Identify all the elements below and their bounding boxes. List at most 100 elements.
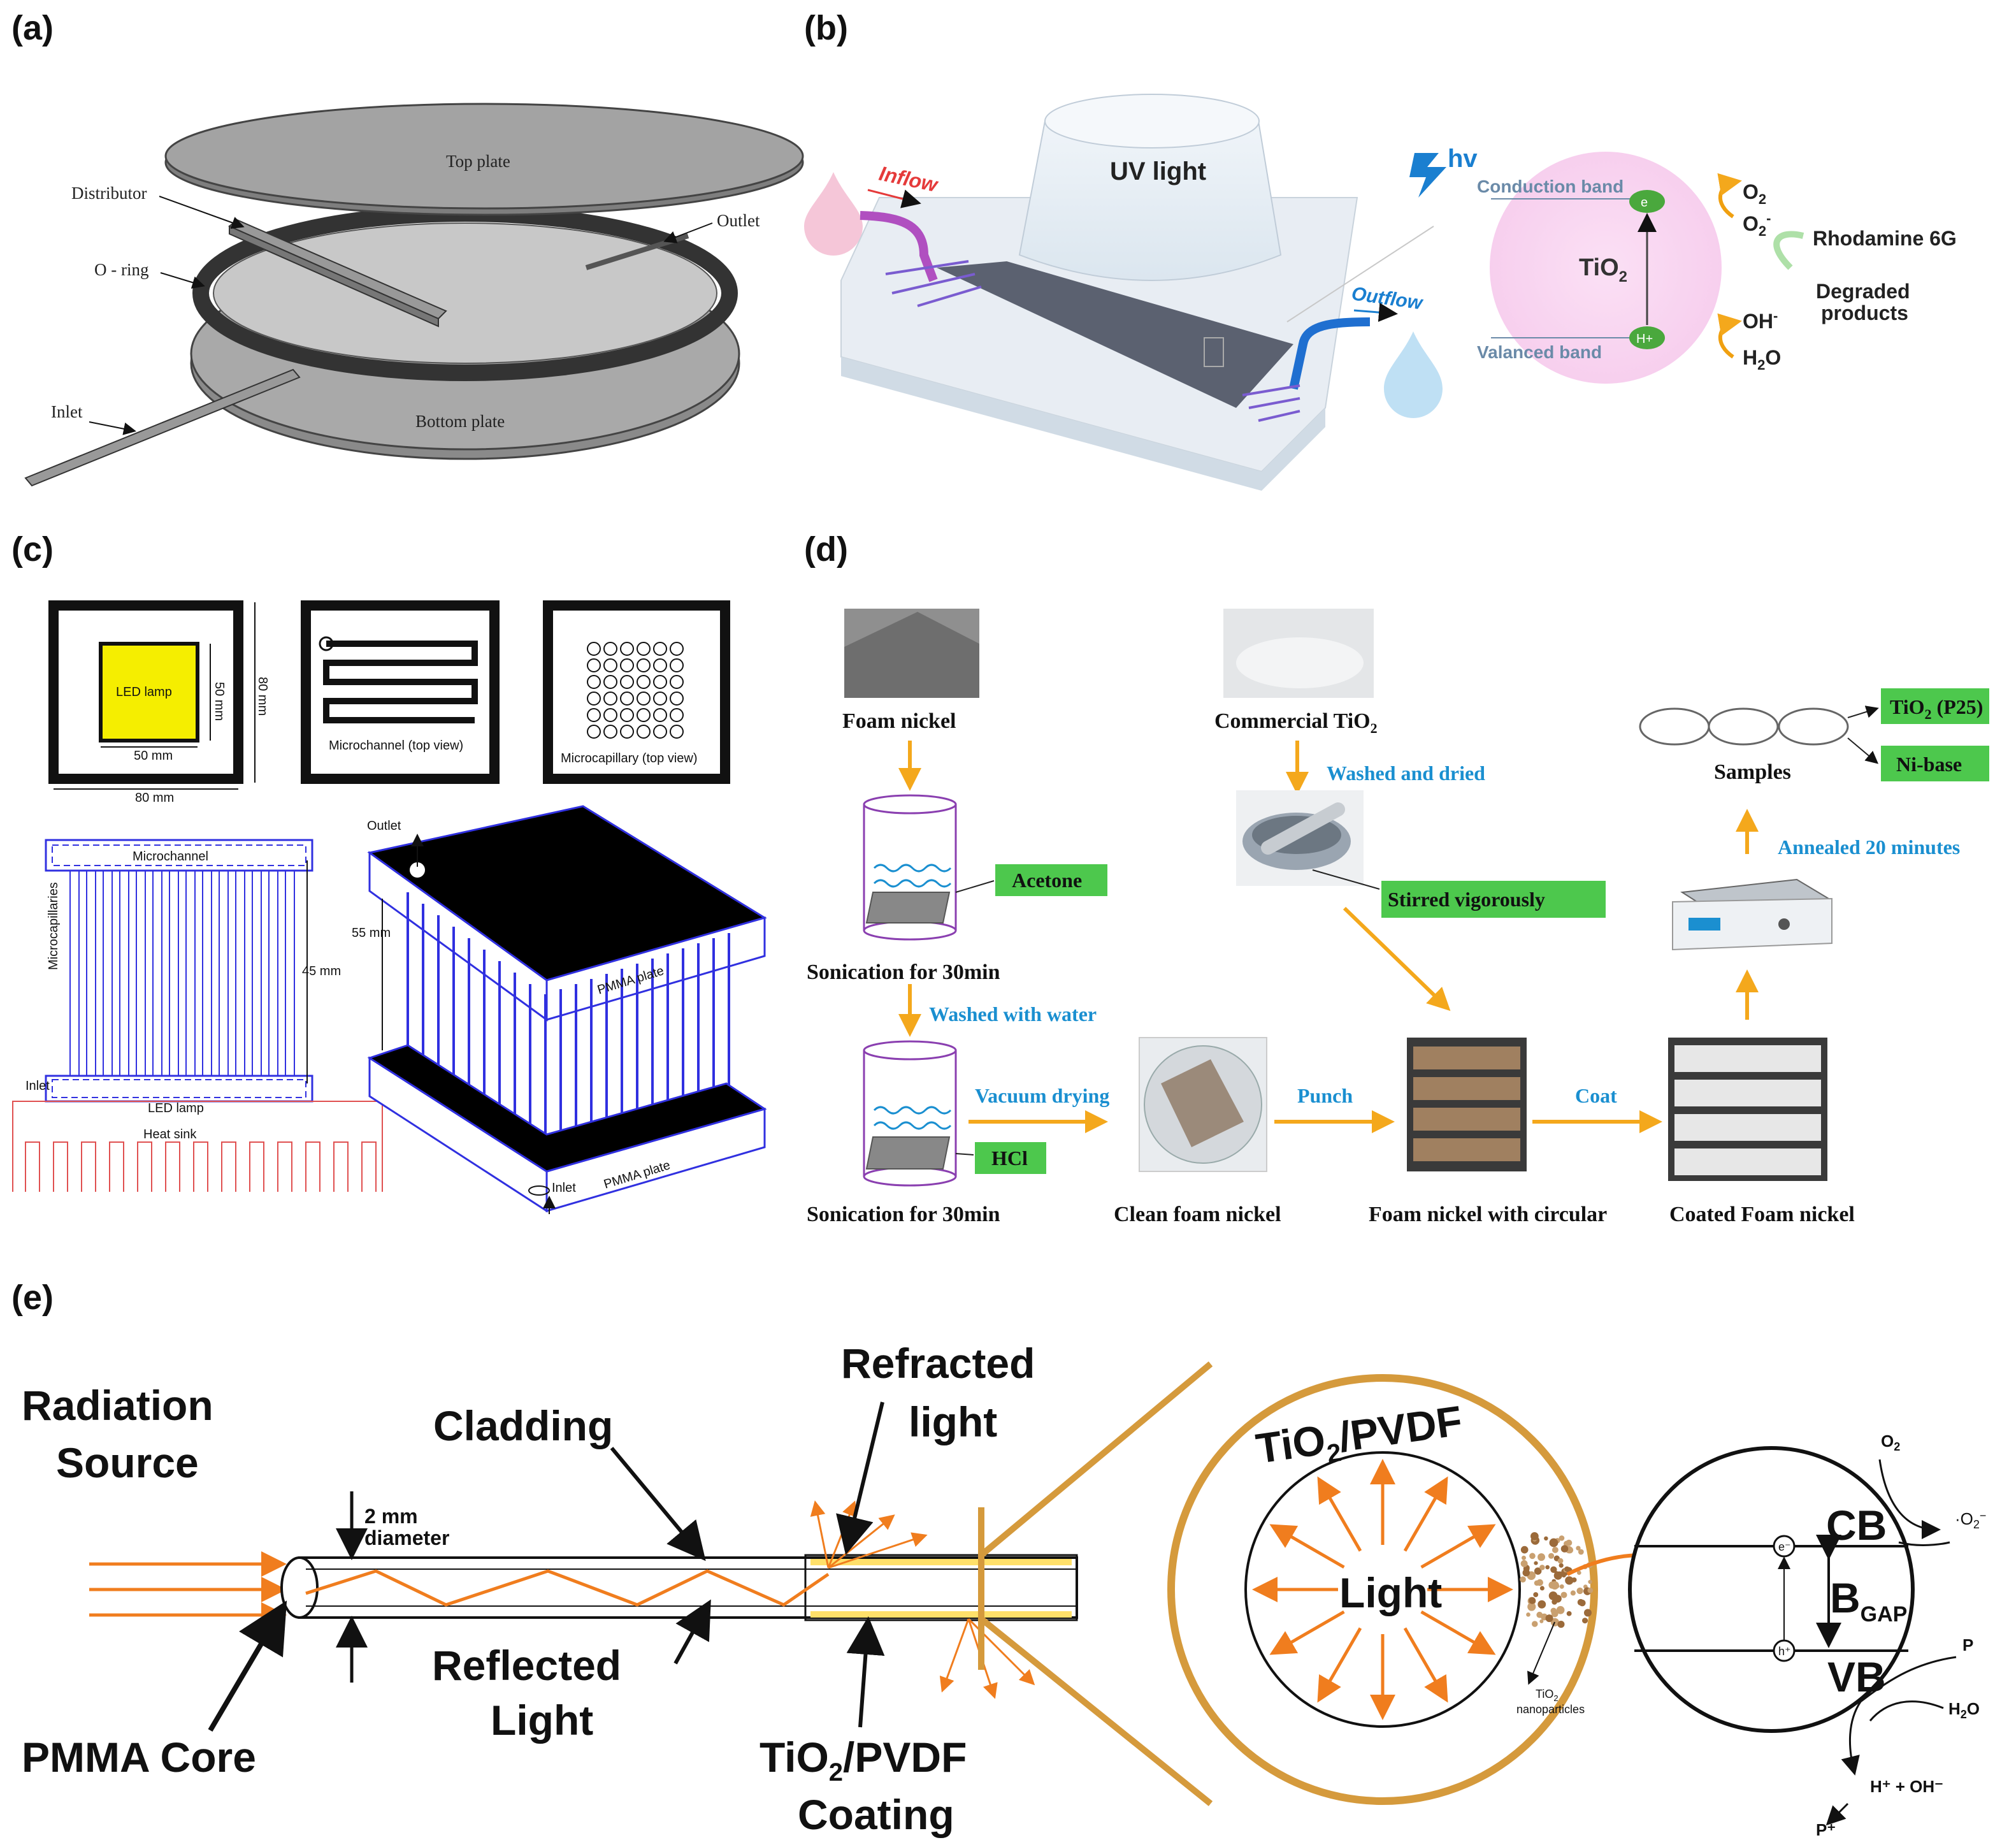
beaker-hcl bbox=[863, 1040, 957, 1187]
mortar-pestle bbox=[1236, 790, 1364, 886]
electron-label-e: e⁻ bbox=[1778, 1540, 1791, 1553]
inlet-tube bbox=[860, 211, 938, 282]
beaker-acetone bbox=[863, 794, 957, 941]
label-reflected-1: Reflected bbox=[432, 1642, 621, 1689]
degradation-arc bbox=[1773, 231, 1804, 270]
label-inflow: Inflow bbox=[877, 162, 941, 197]
capillary-grid bbox=[587, 642, 684, 739]
label-diameter-2: diameter bbox=[364, 1526, 449, 1549]
inlet-pipe bbox=[24, 368, 301, 487]
label-hcl: HCl bbox=[991, 1147, 1028, 1170]
label-h2o-b: H2O bbox=[1743, 346, 1781, 373]
panel-e: (e) Radiation Source bbox=[11, 1278, 1986, 1839]
label-top-plate: Top plate bbox=[446, 152, 510, 171]
label-washed-dried: Washed and dried bbox=[1327, 762, 1485, 785]
panel-e-letter: (e) bbox=[11, 1278, 54, 1317]
zoom-line-top bbox=[979, 1361, 1213, 1558]
label-led-lamp-2: LED lamp bbox=[148, 1101, 204, 1115]
label-o2-b: O2 bbox=[1743, 180, 1766, 207]
outflow-droplet bbox=[1384, 331, 1443, 418]
dim-80-vertical: 80 mm bbox=[256, 677, 270, 716]
label-reflected-2: Light bbox=[491, 1697, 593, 1744]
tio2-coating-segment bbox=[804, 1554, 1078, 1621]
label-microcapillary-top: Microcapillary (top view) bbox=[561, 751, 698, 765]
electron-dot bbox=[1629, 190, 1665, 213]
microchannel-top-frame bbox=[301, 600, 500, 784]
label-microchannel-top: Microchannel (top view) bbox=[329, 739, 463, 753]
label-outlet: Outlet bbox=[717, 211, 760, 230]
panel-d: (d) Foam nickel Acetone Sonication for 3… bbox=[804, 530, 1989, 1226]
oxidation-arrow-e bbox=[1841, 1656, 1957, 1776]
led-lamp-frame bbox=[48, 600, 243, 784]
label-pmma-core: PMMA Core bbox=[22, 1734, 256, 1781]
panel-a: (a) Top plate Distributor Outlet O - rin… bbox=[11, 9, 804, 487]
label-samples: Samples bbox=[1714, 760, 1791, 784]
label-sonication-1: Sonication for 30min bbox=[807, 960, 1000, 984]
label-oh-b: OH- bbox=[1743, 308, 1778, 333]
label-o-ring: O - ring bbox=[94, 260, 148, 279]
label-o2-e: O2 bbox=[1881, 1431, 1900, 1453]
label-vacuum-drying: Vacuum drying bbox=[975, 1084, 1109, 1107]
label-microchannel: Microchannel bbox=[133, 850, 208, 864]
panel-d-letter: (d) bbox=[804, 530, 848, 569]
label-pplus-e: P⁺ bbox=[1816, 1820, 1836, 1839]
panel-c-letter: (c) bbox=[11, 530, 54, 569]
acetone-box bbox=[995, 864, 1107, 896]
sample-disc-3 bbox=[1778, 707, 1849, 746]
o2-reduction-arrow-e bbox=[1878, 1459, 1941, 1539]
label-rhodamine: Rhodamine 6G bbox=[1813, 227, 1957, 250]
label-foam-nickel: Foam nickel bbox=[842, 709, 956, 733]
label-coat: Coat bbox=[1575, 1084, 1617, 1107]
label-cb: CB bbox=[1826, 1502, 1887, 1549]
dim-50-vertical: 50 mm bbox=[212, 682, 226, 721]
label-acetone: Acetone bbox=[1012, 869, 1082, 892]
band-diagram-circle bbox=[1628, 1446, 1915, 1733]
label-conduction-band: Conduction band bbox=[1477, 177, 1624, 196]
dim-80-horizontal: 80 mm bbox=[135, 791, 174, 805]
label-washed-water: Washed with water bbox=[929, 1003, 1097, 1025]
label-commercial-tio2: Commercial TiO2 bbox=[1214, 709, 1378, 736]
light-circle bbox=[1244, 1451, 1521, 1728]
label-radiation-2: Source bbox=[56, 1439, 199, 1486]
reflected-light-path bbox=[305, 1569, 830, 1607]
panel-b: (b) UV light Inflow Outflow e H+ bbox=[804, 9, 1957, 491]
ni-base-box bbox=[1881, 746, 1989, 781]
label-outlet-c: Outlet bbox=[367, 819, 401, 833]
panel-b-letter: (b) bbox=[804, 9, 848, 47]
label-degraded-1: Degraded bbox=[1816, 280, 1910, 303]
label-inlet-c-2: Inlet bbox=[552, 1181, 576, 1195]
lightning-icon bbox=[1409, 153, 1446, 198]
label-coating-1: TiO2/PVDF bbox=[760, 1734, 967, 1786]
label-nano-2: nanoparticles bbox=[1516, 1703, 1585, 1716]
o2-reduction-arrow bbox=[1717, 173, 1742, 219]
label-tio2-b: TiO2 bbox=[1579, 254, 1627, 286]
channel-bed bbox=[937, 261, 1293, 408]
sample-disc-1 bbox=[1639, 707, 1710, 746]
nanoparticle-cluster bbox=[1520, 1532, 1594, 1628]
dim-55: 55 mm bbox=[352, 926, 391, 940]
incoming-radiation-arrows bbox=[89, 1551, 287, 1628]
dim-50-horizontal: 50 mm bbox=[134, 749, 173, 763]
label-cladding: Cladding bbox=[433, 1402, 613, 1449]
label-uv-light: UV light bbox=[1110, 157, 1206, 185]
tio2-particle-circle bbox=[1490, 152, 1722, 384]
label-heat-sink: Heat sink bbox=[143, 1127, 197, 1141]
oh-oxidation-arrow bbox=[1717, 313, 1742, 359]
label-valanced-band: Valanced band bbox=[1477, 342, 1602, 362]
label-ni-base: Ni-base bbox=[1896, 753, 1962, 776]
label-led-lamp: LED lamp bbox=[116, 685, 172, 699]
label-degraded-2: products bbox=[1821, 301, 1908, 324]
label-bgap: BGAP bbox=[1830, 1574, 1907, 1626]
dim-45: 45 mm bbox=[302, 964, 341, 978]
label-h2o-e: H2O bbox=[1948, 1699, 1980, 1721]
panel-a-letter: (a) bbox=[11, 9, 54, 47]
label-refracted-1: Refracted bbox=[841, 1340, 1035, 1387]
label-light: Light bbox=[1339, 1569, 1442, 1616]
label-hplus-e: H⁺ + OH⁻ bbox=[1870, 1777, 1943, 1796]
heat-sink bbox=[12, 1101, 383, 1192]
label-outflow: Outflow bbox=[1350, 283, 1425, 314]
label-stirred: Stirred vigorously bbox=[1388, 888, 1545, 911]
label-o2-radical-e: ·O2− bbox=[1955, 1509, 1986, 1531]
label-inlet-c: Inlet bbox=[25, 1079, 50, 1093]
label-sonication-2: Sonication for 30min bbox=[807, 1203, 1000, 1226]
